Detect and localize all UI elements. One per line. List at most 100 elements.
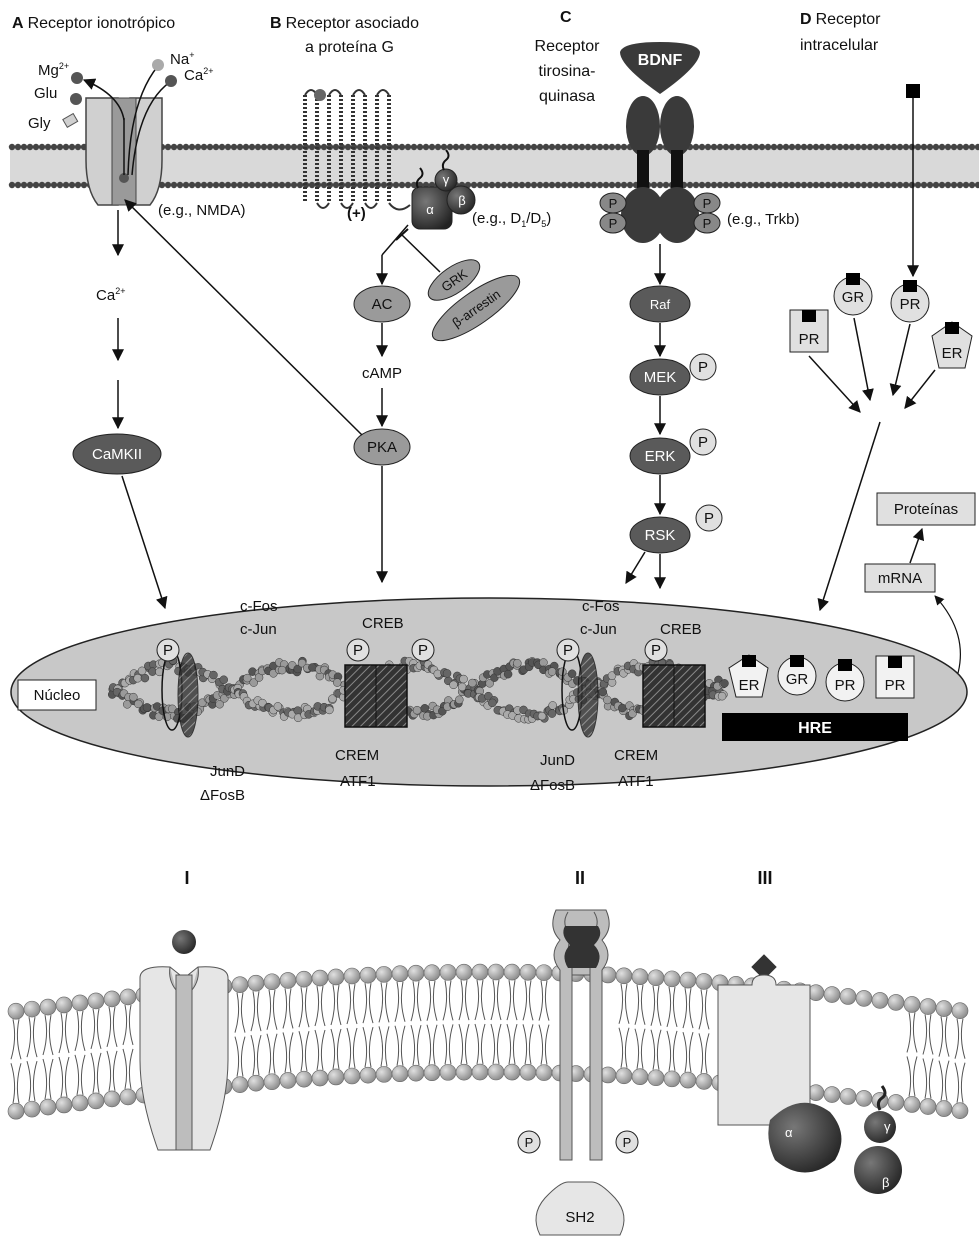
type-iii-label: III xyxy=(757,868,772,888)
jund-label-1: JunD xyxy=(210,763,245,780)
gly-ligand-icon xyxy=(63,114,78,128)
dfosb-label-1: ΔFosB xyxy=(200,787,245,804)
mek-p-label: P xyxy=(698,359,708,376)
mg-ion-icon xyxy=(71,72,83,84)
panel-b-title-2: a proteína G xyxy=(305,39,394,56)
svg-text:PR: PR xyxy=(799,331,820,348)
svg-text:P: P xyxy=(353,642,363,659)
svg-text:P: P xyxy=(623,1135,632,1150)
glu-ligand-icon xyxy=(70,93,82,105)
fosB-factor-2 xyxy=(578,653,598,737)
jund-label-2: JunD xyxy=(540,752,575,769)
nucleus: Núcleo P c-Fos c-Jun JunD ΔFosB P P CREB… xyxy=(11,598,967,804)
beta-subunit-label: β xyxy=(882,1175,889,1190)
svg-text:P: P xyxy=(525,1135,534,1150)
cfos-label-1: c-Fos xyxy=(240,598,278,615)
svg-text:PR: PR xyxy=(900,296,921,313)
type-i-label: I xyxy=(184,868,189,888)
ca-label: Ca2+ xyxy=(184,66,213,84)
rsk-label: RSK xyxy=(645,527,676,544)
hormone-ligand-icon xyxy=(906,84,920,98)
na-ion-icon xyxy=(152,59,164,71)
type-ii-label: II xyxy=(575,868,585,888)
mrna-label: mRNA xyxy=(878,570,922,587)
alpha-subunit-label: α xyxy=(785,1125,793,1140)
ac-label: AC xyxy=(372,296,393,313)
panel-c-letter: C xyxy=(560,9,572,26)
nucleus-label: Núcleo xyxy=(34,687,81,704)
gamma-subunit-label: γ xyxy=(884,1119,891,1134)
svg-text:P: P xyxy=(163,642,173,659)
svg-text:P: P xyxy=(703,196,712,211)
panel-c: C Receptor tirosina- quinasa BDNF P P P … xyxy=(535,9,800,588)
svg-text:P: P xyxy=(609,216,618,231)
svg-text:GR: GR xyxy=(842,289,865,306)
hre-label: HRE xyxy=(798,720,832,737)
cfos-label-2: c-Fos xyxy=(582,598,620,615)
tyrosine-kinase-receptor-icon xyxy=(553,910,609,1160)
proteins-label: Proteínas xyxy=(894,501,958,518)
ca-ion-icon xyxy=(165,75,177,87)
mg-label: Mg2+ xyxy=(38,61,69,79)
svg-text:P: P xyxy=(563,642,573,659)
panel-d-title-2: intracelular xyxy=(800,37,879,54)
panel-b: BReceptor asociado a proteína G α γ β (+… xyxy=(125,15,551,582)
gly-label: Gly xyxy=(28,115,51,132)
g-gamma-label: γ xyxy=(443,172,450,187)
atf1-label-2: ATF1 xyxy=(618,773,654,790)
pr-receptor-circle: PR xyxy=(891,280,929,322)
sh2-label: SH2 xyxy=(565,1209,594,1226)
ion-channel-icon xyxy=(140,967,228,1150)
er-receptor-pentagon: ER xyxy=(932,322,972,368)
d1-d5-example: (e.g., D1/D5) xyxy=(472,210,551,229)
crem-label-2: CREM xyxy=(614,747,658,764)
bdnf-label: BDNF xyxy=(638,52,683,69)
na-label: Na+ xyxy=(170,50,194,68)
camp-label: cAMP xyxy=(362,365,402,382)
nmda-example: (e.g., NMDA) xyxy=(158,202,246,219)
svg-text:P: P xyxy=(418,642,428,659)
creb-label-1: CREB xyxy=(362,615,404,632)
svg-text:P: P xyxy=(703,216,712,231)
svg-text:P: P xyxy=(651,642,661,659)
raf-label: Raf xyxy=(650,297,671,312)
svg-text:ER: ER xyxy=(739,677,760,694)
bottom-panel: I II III P P SH2 xyxy=(8,868,968,1235)
crem-label-1: CREM xyxy=(335,747,379,764)
pr-receptor-square: PR xyxy=(790,310,828,352)
glu-label: Glu xyxy=(34,85,57,102)
ca-cytosol-label: Ca2+ xyxy=(96,286,125,304)
nuclear-pr-receptor-square: PR xyxy=(876,656,914,698)
svg-text:PR: PR xyxy=(885,677,906,694)
svg-text:PR: PR xyxy=(835,677,856,694)
g-alpha-label: α xyxy=(426,202,434,217)
creb-label-2: CREB xyxy=(660,621,702,638)
pka-label: PKA xyxy=(367,439,397,456)
atf1-label-1: ATF1 xyxy=(340,773,376,790)
fosB-factor-1 xyxy=(178,653,198,737)
mek-label: MEK xyxy=(644,369,677,386)
panel-c-title-3: quinasa xyxy=(539,88,595,105)
svg-text:GR: GR xyxy=(786,671,809,688)
erk-label: ERK xyxy=(645,448,676,465)
erk-p-label: P xyxy=(698,434,708,451)
panel-d: DReceptor intracelular PR GR PR ER xyxy=(790,11,975,690)
gr-receptor-circle: GR xyxy=(834,273,872,315)
ion-ligand-icon xyxy=(172,930,196,954)
svg-text:ER: ER xyxy=(942,345,963,362)
svg-text:P: P xyxy=(609,196,618,211)
rsk-p-label: P xyxy=(704,510,714,527)
camkii-label: CaMKII xyxy=(92,446,142,463)
trkb-example: (e.g., Trkb) xyxy=(727,211,800,228)
g-beta-label: β xyxy=(458,193,465,208)
panel-c-title-2: tirosina- xyxy=(539,63,596,80)
positive-coupling-label: (+) xyxy=(347,205,366,222)
panel-c-title-1: Receptor xyxy=(535,38,601,55)
dfosb-label-2: ΔFosB xyxy=(530,777,575,794)
cjun-label-2: c-Jun xyxy=(580,621,617,638)
gpcr-icon xyxy=(718,975,810,1125)
